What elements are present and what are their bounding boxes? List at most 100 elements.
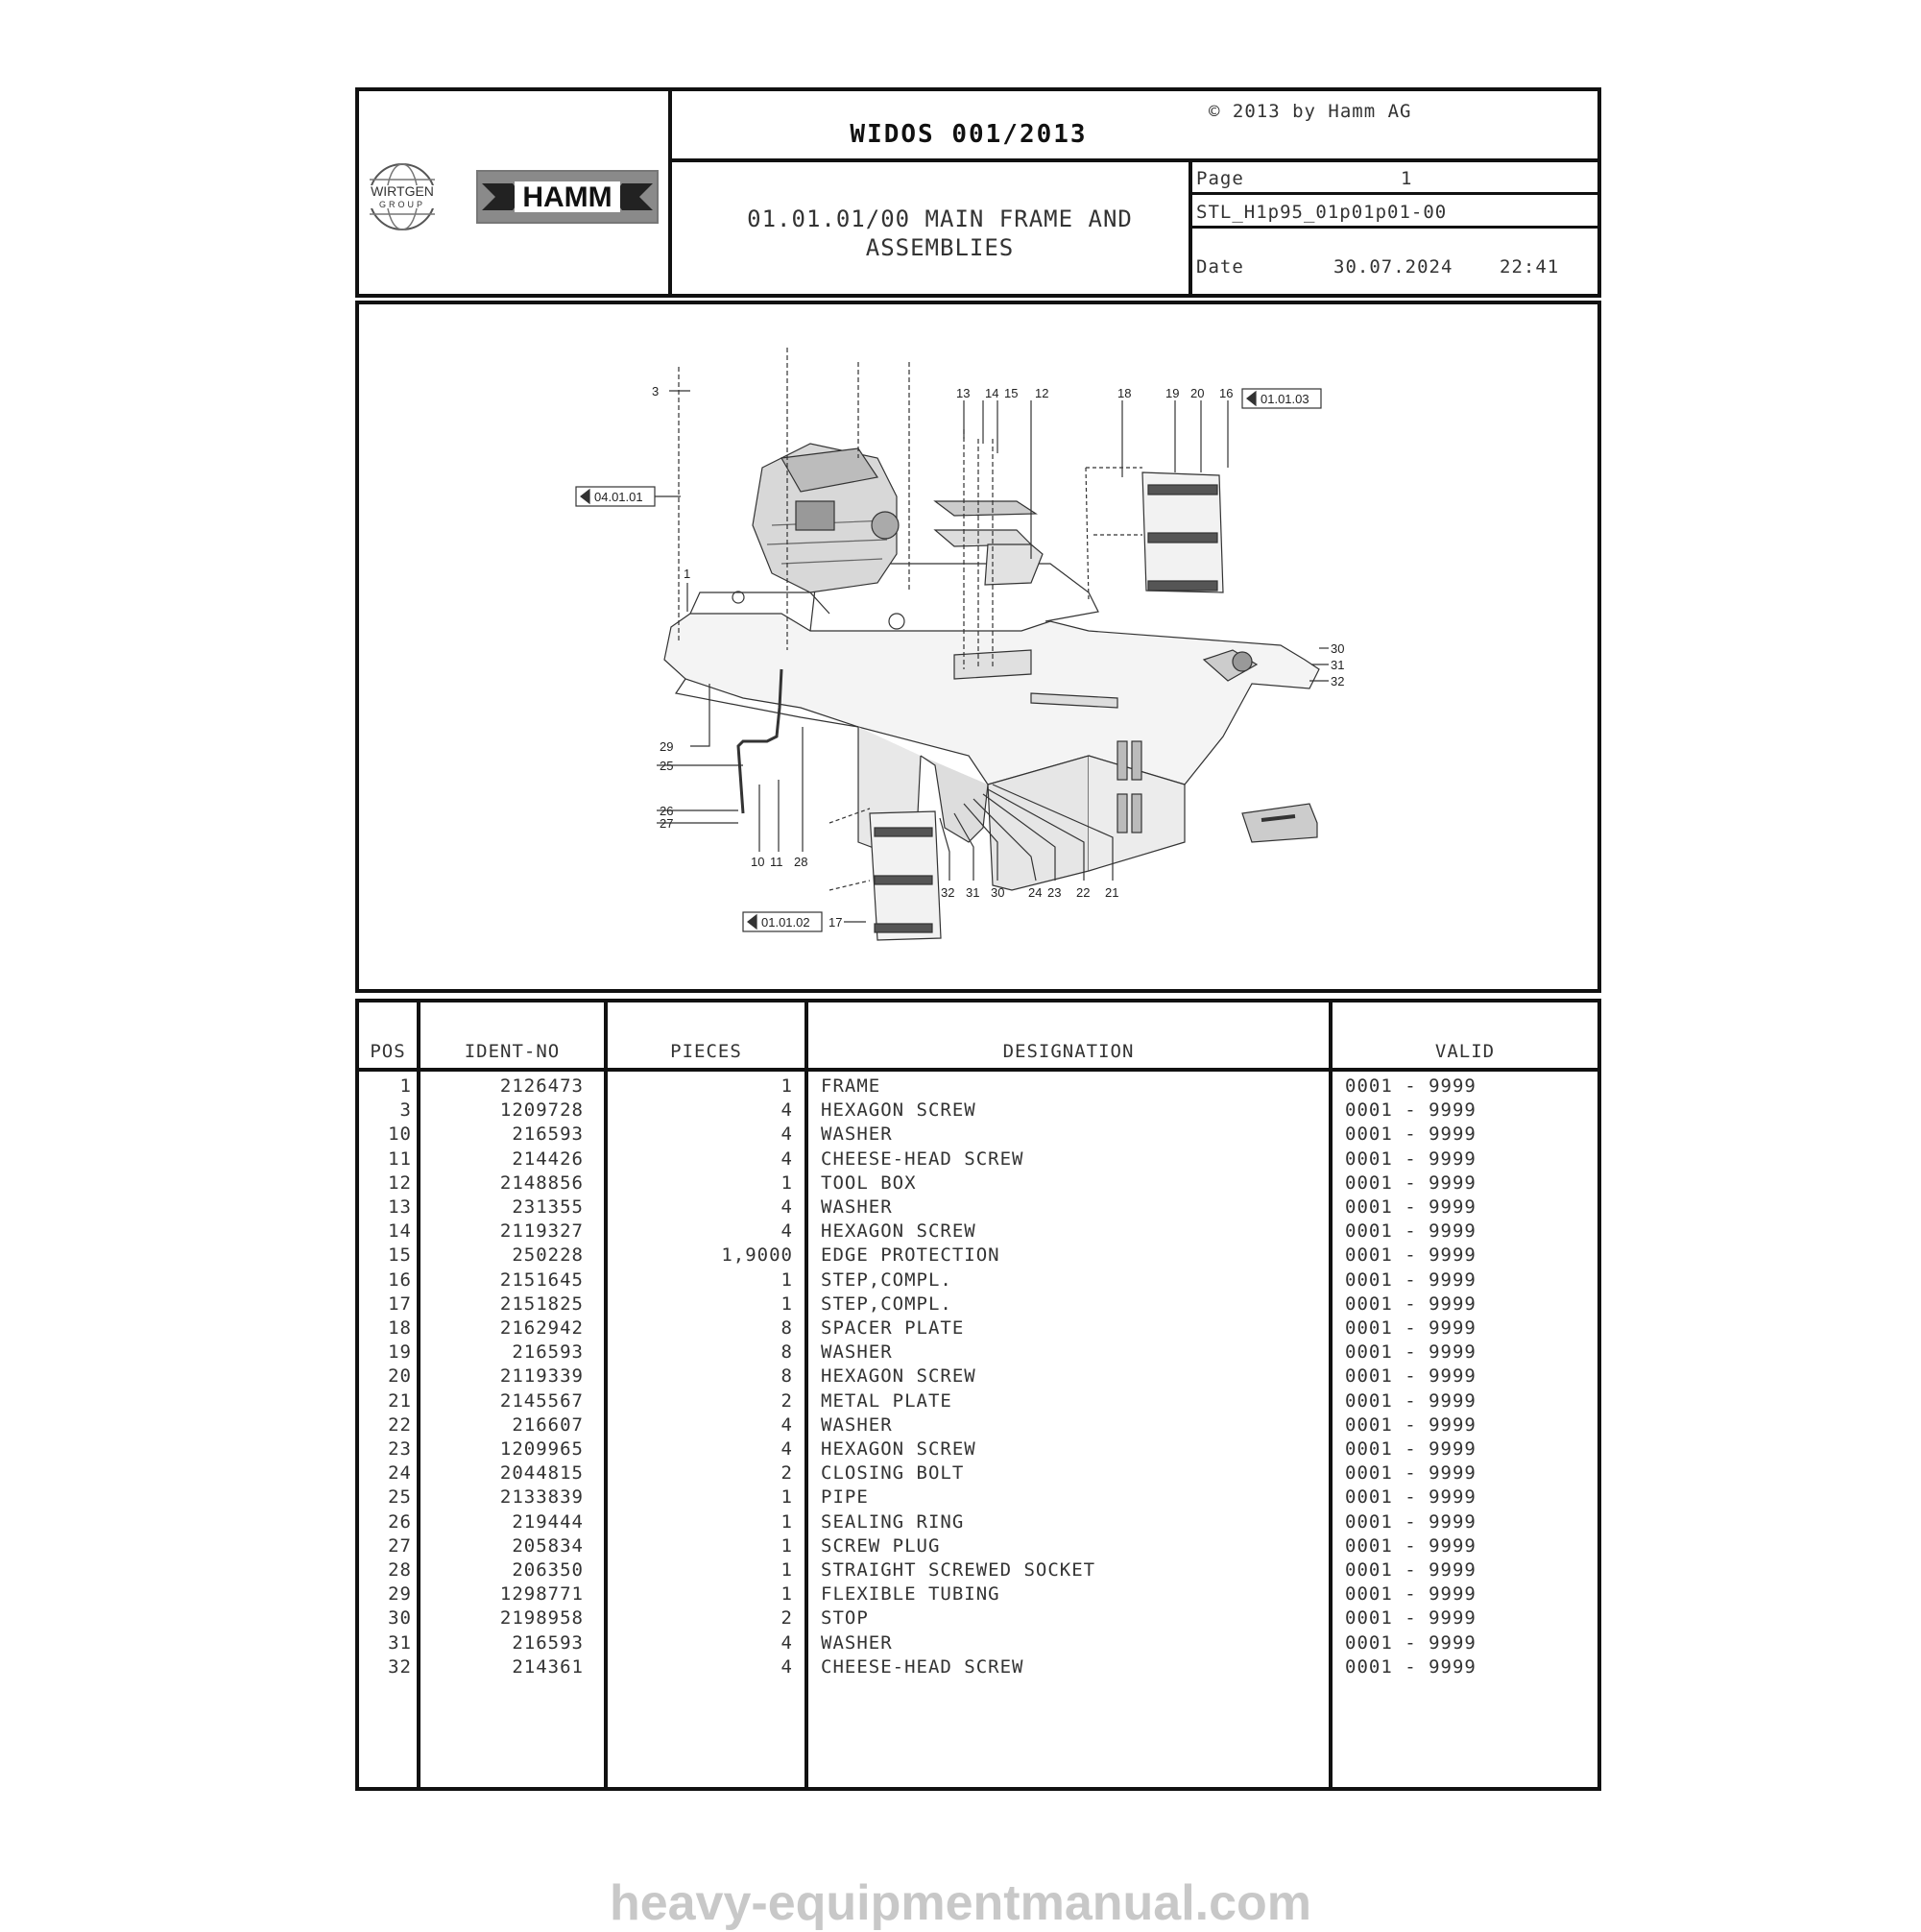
cell-ident: 2119339 [499, 1365, 584, 1388]
cell-ident: 2162942 [499, 1317, 584, 1339]
watermark: heavy-equipmentmanual.com [609, 1875, 1312, 1931]
cell-pieces: 1 [780, 1534, 793, 1557]
sheet-header: WIRTGEN GROUP HAMM WIDOS 001/2013 © 2013… [355, 87, 1601, 298]
cell-designation: WASHER [821, 1341, 893, 1364]
cell-pieces: 4 [780, 1099, 793, 1122]
tool-box-shape [933, 500, 1044, 586]
col-header-valid: VALID [1434, 1041, 1496, 1062]
cell-ident: 2151825 [499, 1292, 584, 1315]
header-row-divider [359, 1068, 1597, 1072]
cell-pos: 12 [388, 1171, 412, 1194]
group-text: GROUP [379, 200, 425, 209]
cell-pos: 10 [388, 1123, 412, 1146]
cell-pos: 26 [388, 1510, 412, 1533]
callout: 23 [1047, 885, 1061, 900]
cell-pieces: 4 [780, 1196, 793, 1218]
header-divider [672, 158, 1601, 162]
column-divider [604, 1002, 608, 1787]
cell-ident: 250228 [512, 1244, 584, 1267]
callout: 18 [1117, 386, 1131, 400]
cell-designation: HEXAGON SCREW [821, 1365, 976, 1388]
callout: 3 [652, 384, 659, 398]
cell-designation: STOP [821, 1607, 869, 1630]
column-divider [1329, 1002, 1333, 1787]
frame-exploded-view: 04.01.01 01.01.03 01.01.02 3 1 13 14 15 … [575, 348, 1344, 941]
cell-designation: HEXAGON SCREW [821, 1220, 976, 1243]
cell-valid: 0001 - 9999 [1345, 1413, 1477, 1436]
cell-pos: 31 [388, 1631, 412, 1654]
cell-pos: 20 [388, 1365, 412, 1388]
callout: 20 [1190, 386, 1204, 400]
header-divider [1192, 192, 1601, 195]
cell-valid: 0001 - 9999 [1345, 1583, 1477, 1606]
cell-pieces: 8 [780, 1341, 793, 1364]
reference-label: 04.01.01 [594, 490, 643, 504]
callout: 16 [1219, 386, 1233, 400]
callout: 24 [1028, 885, 1042, 900]
cell-pos: 19 [388, 1341, 412, 1364]
cell-pos: 27 [388, 1534, 412, 1557]
cell-ident: 2126473 [499, 1075, 584, 1097]
callout: 28 [794, 855, 807, 869]
copyright: © 2013 by Hamm AG [1209, 101, 1412, 122]
cell-designation: HEXAGON SCREW [821, 1438, 976, 1460]
cell-designation: SCREW PLUG [821, 1534, 941, 1557]
cell-pieces: 1 [780, 1486, 793, 1509]
reference-box-01-01-03: 01.01.03 [1241, 388, 1322, 409]
stl-code: STL_H1p95_01p01p01-00 [1196, 202, 1448, 223]
cell-pos: 29 [388, 1583, 412, 1606]
cell-pos: 32 [388, 1655, 412, 1678]
cell-pieces: 4 [780, 1438, 793, 1460]
time-value: 22:41 [1500, 256, 1560, 278]
cell-ident: 2044815 [499, 1462, 584, 1485]
col-header-pieces: PIECES [670, 1041, 742, 1062]
cell-designation: STEP,COMPL. [821, 1292, 952, 1315]
cell-designation: METAL PLATE [821, 1389, 952, 1412]
callout: 32 [941, 885, 954, 900]
cell-designation: EDGE PROTECTION [821, 1244, 1000, 1267]
callout: 19 [1165, 386, 1179, 400]
callout: 30 [1331, 641, 1344, 656]
cell-valid: 0001 - 9999 [1345, 1147, 1477, 1170]
column-divider [804, 1002, 808, 1787]
reference-label: 01.01.02 [761, 915, 810, 930]
callout: 17 [828, 915, 842, 930]
cell-pieces: 4 [780, 1655, 793, 1678]
cell-ident: 206350 [512, 1559, 584, 1581]
cell-pieces: 1 [780, 1292, 793, 1315]
lower-step-shape [828, 808, 942, 941]
cell-ident: 2151645 [499, 1268, 584, 1291]
callout: 21 [1105, 885, 1118, 900]
cell-ident: 2119327 [499, 1220, 584, 1243]
cell-pos: 1 [399, 1075, 412, 1097]
cell-designation: WASHER [821, 1631, 893, 1654]
wirtgen-text: WIRTGEN [371, 183, 434, 199]
callout: 15 [1004, 386, 1018, 400]
callout: 1 [684, 567, 690, 581]
pipe-shape [736, 668, 783, 814]
cell-pos: 17 [388, 1292, 412, 1315]
cell-valid: 0001 - 9999 [1345, 1075, 1477, 1097]
cell-valid: 0001 - 9999 [1345, 1244, 1477, 1267]
cell-pos: 25 [388, 1486, 412, 1509]
cell-valid: 0001 - 9999 [1345, 1171, 1477, 1194]
cell-ident: 2133839 [499, 1486, 584, 1509]
cell-ident: 1209965 [499, 1438, 584, 1460]
cell-ident: 2148856 [499, 1171, 584, 1194]
assembly-lines [678, 348, 994, 669]
cell-ident: 1209728 [499, 1099, 584, 1122]
cell-ident: 219444 [512, 1510, 584, 1533]
reference-box-04-01-01: 04.01.01 [575, 486, 656, 507]
cell-ident: 216593 [512, 1123, 584, 1146]
